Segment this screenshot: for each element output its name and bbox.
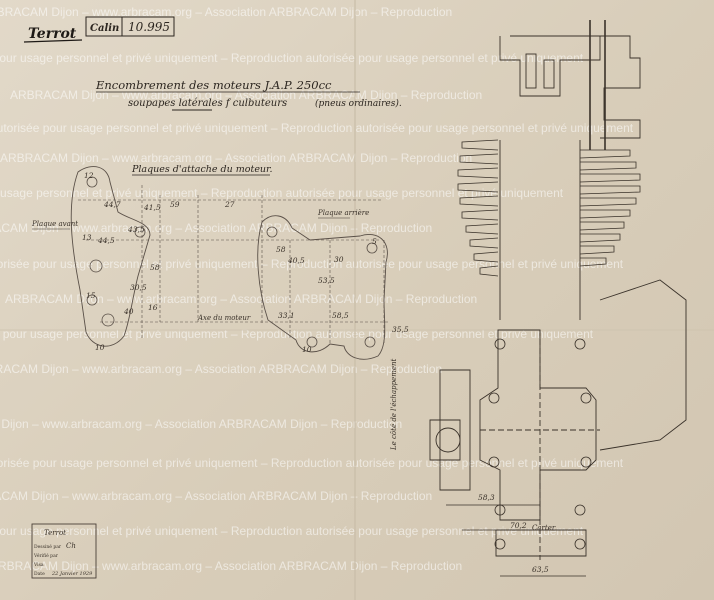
dimension-label: 58,3: [478, 493, 495, 502]
plates-heading: Plaques d'attache du moteur.: [131, 164, 273, 175]
hole-icon: [86, 294, 98, 306]
dimension-label: 63,5: [532, 565, 549, 574]
stamp-row-label: Date: [34, 571, 45, 577]
stamp-title: Terrot: [44, 529, 66, 537]
dimension-label: 43,5: [127, 225, 145, 234]
hole-icon: [364, 336, 376, 348]
crankcase-outline: [479, 329, 597, 521]
watermark-line: ARBRACAM Dijon – www.arbracam.org – Asso…: [5, 292, 477, 306]
valve-icon: [543, 59, 555, 89]
watermark-line: ARBRACAM Dijon – www.arbracam.org – Asso…: [0, 417, 402, 431]
watermark-line: ARBRACAM Dijon – www.arbracam.org – Asso…: [0, 362, 442, 376]
sprocket-icon: [435, 427, 461, 453]
cylinder-head-outline: [510, 35, 641, 139]
dimension-label: 44,5: [97, 236, 115, 245]
hole-icon: [86, 176, 98, 188]
hole-icon: [266, 226, 278, 238]
watermark-line: ARBRACAM Dijon – www.arbracam.org – Asso…: [0, 489, 432, 503]
ref-label: Calin: [90, 23, 119, 34]
dimension-label: 59: [170, 200, 180, 209]
approval-stamp: Terrot Dessiné par Ch Vérifié par Visa D…: [31, 523, 97, 579]
cooling-fins: [457, 139, 641, 277]
dimension-label: 35,5: [392, 325, 409, 334]
watermark-line: ARBRACAM Dijon – www.arbracam.org – Asso…: [0, 5, 452, 19]
watermark-line: ARBRACAM Dijon – www.arbracam.org – Asso…: [0, 559, 462, 573]
engine-elevation: [429, 20, 687, 560]
dimension-label: 58,5: [332, 311, 349, 320]
engine-dimensions: 58,3 70,2 Carter 63,5 Le côté de l'échap…: [390, 359, 586, 577]
dimension-label: 10: [302, 345, 312, 354]
dimension-label: 40: [123, 307, 134, 316]
flywheel-housing: [439, 369, 471, 491]
construction-lines: [78, 185, 390, 345]
watermark-line: autorisée pour usage personnel et privé …: [0, 456, 624, 470]
dimension-label: 33,1: [278, 311, 295, 320]
stamp-row-value: Ch: [66, 542, 76, 550]
title-line2-note: (pneus ordinaires).: [315, 98, 402, 109]
rear-plate-outline: [257, 215, 388, 360]
hole-icon: [101, 313, 115, 327]
stamp-row-label: Visa: [33, 562, 44, 568]
watermark-line: autorisée pour usage personnel et privé …: [0, 257, 624, 271]
header: Terrot Calin 10.995: [23, 16, 175, 43]
dimension-label: 58: [150, 263, 160, 272]
exhaust-side-label: Le côté de l'échappement: [390, 359, 398, 451]
ref-number: 10.995: [128, 20, 170, 34]
watermark-line: autorisée pour usage personnel et privé …: [0, 51, 584, 65]
title-block: Encombrement des moteurs J.A.P. 250cc so…: [95, 78, 402, 111]
dimension-label: 27: [224, 200, 235, 209]
dimension-label: 15: [86, 291, 96, 300]
hole-icon: [89, 259, 103, 273]
stamp-row-value: 22 Janvier 1929: [51, 571, 93, 577]
stamp-row-label: Vérifié par: [33, 552, 59, 559]
engine-axis-label: Axe du moteur: [197, 314, 251, 322]
dimension-label: 41,5: [143, 203, 161, 212]
brand-label: Terrot: [28, 26, 77, 42]
title-line1: Encombrement des moteurs J.A.P. 250cc: [95, 78, 332, 92]
engine-plates: Plaques d'attache du moteur. Plaque avan…: [31, 164, 409, 360]
dimension-label: 16: [148, 303, 158, 312]
dimension-label: 44,7: [103, 200, 121, 209]
crankcase-label: Carter: [532, 524, 556, 532]
dimension-label: 10: [95, 343, 105, 352]
stamp-row-label: Dessiné par: [34, 543, 62, 550]
watermark-line: ARBRACAM Dijon – www.arbracam.org – Asso…: [0, 221, 432, 235]
dimension-label: 40,5: [287, 256, 305, 265]
title-line2: soupapes latérales f culbuteurs: [128, 98, 287, 109]
dimension-label: 58: [276, 245, 286, 254]
dimension-label: 30: [334, 255, 344, 264]
dimension-label: 5: [372, 237, 377, 246]
watermark-line: autorisée pour usage personnel et privé …: [0, 186, 564, 200]
front-plate-label: Plaque avant: [31, 220, 78, 228]
watermark-line: autorisée pour usage personnel et privé …: [0, 327, 594, 341]
dimension-label: 53,5: [318, 276, 335, 285]
watermark-line: ARBRACAM Dijon – www.arbracam.org – Asso…: [10, 88, 482, 102]
watermark-line: ARBRACAM Dijon – www.arbracam.org – Asso…: [0, 151, 472, 165]
hole-icon: [306, 336, 318, 348]
dimension-label: 12: [84, 171, 94, 180]
watermark-line: autorisée pour usage personnel et privé …: [0, 121, 634, 135]
brand-underline: [23, 39, 83, 43]
dimension-label: 70,2: [510, 521, 527, 530]
plate-dimensions: 44,7 41,5 59 27 44,5 43,5 30,5 58 40 16 …: [82, 171, 409, 354]
rear-plate-label: Plaque arrière: [317, 209, 369, 217]
gearcase-outline: [599, 279, 687, 451]
front-plate-outline: [70, 166, 151, 347]
watermark: ARBRACAM Dijon – www.arbracam.org – Asso…: [0, 5, 634, 573]
hole-icon: [366, 242, 378, 254]
hole-icon: [134, 226, 146, 238]
ref-box-number: [121, 16, 175, 37]
stamp-frame: [31, 523, 97, 579]
watermark-line: autorisée pour usage personnel et privé …: [0, 524, 584, 538]
sprocket-icon: [429, 419, 461, 461]
dimension-label: 30,5: [130, 283, 147, 292]
valve-icon: [525, 53, 537, 89]
valve-chamber-outline: [499, 36, 601, 97]
dimension-label: 13: [82, 233, 92, 242]
